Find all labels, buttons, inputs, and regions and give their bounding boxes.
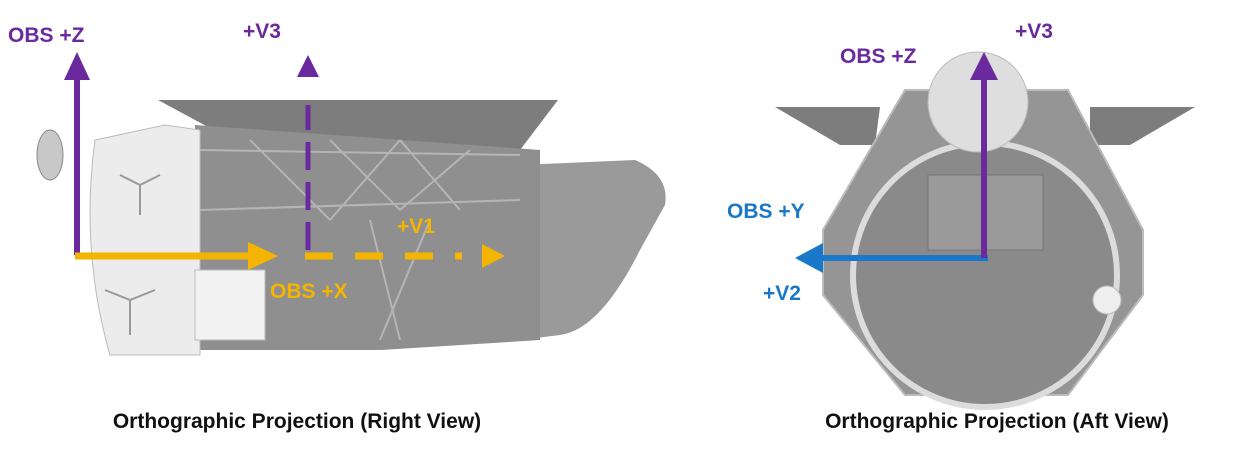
main-body [195, 125, 540, 350]
axes-aft-view: OBS +Z +V3 OBS +Y +V2 [727, 20, 1053, 305]
obs-z-arrowhead-icon [64, 52, 90, 80]
obs-x-arrowhead-icon [248, 242, 278, 270]
v1-arrowhead-icon [482, 244, 505, 268]
label-obs-z: OBS +Z [8, 24, 85, 47]
bracket [119, 174, 161, 215]
axes-right-view: OBS +Z +V3 +V1 OBS +X [8, 20, 505, 303]
antenna-dish [927, 51, 1029, 153]
label-v2: +V2 [763, 282, 801, 305]
aft-panel [89, 124, 201, 356]
left-wing [775, 107, 880, 145]
obs-y-arrowhead-icon [795, 243, 823, 273]
caption-aft-view: Orthographic Projection (Aft View) [825, 410, 1169, 433]
label-v1: +V1 [397, 215, 435, 238]
spacecraft-right-view [36, 100, 666, 356]
v3-arrowhead-icon [297, 55, 319, 77]
label-v3: +V3 [1015, 20, 1053, 43]
label-obs-y: OBS +Y [727, 200, 805, 223]
radiator-box [194, 269, 266, 341]
label-v3: +V3 [243, 20, 281, 43]
obs-z-arrowhead-icon [970, 52, 998, 80]
bracket [104, 289, 156, 335]
antenna-dish [36, 129, 64, 181]
caption-right-view: Orthographic Projection (Right View) [113, 410, 481, 433]
truss-structure [199, 139, 521, 341]
telescope-barrel [520, 160, 666, 340]
right-wing [1090, 107, 1195, 145]
label-obs-z: OBS +Z [840, 45, 917, 68]
label-obs-x: OBS +X [270, 280, 348, 303]
small-sensor [1092, 285, 1122, 315]
